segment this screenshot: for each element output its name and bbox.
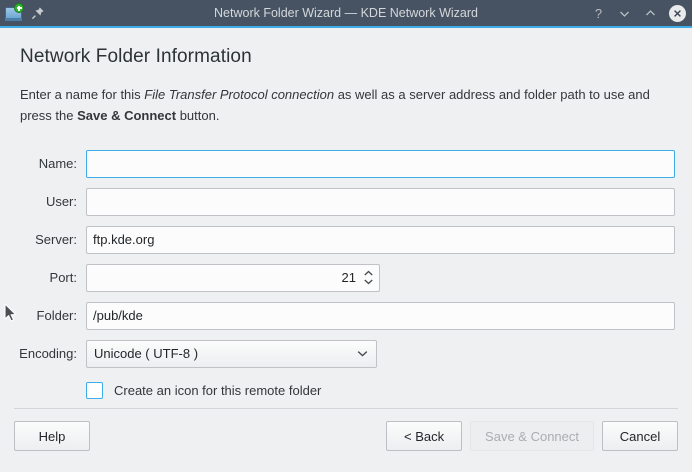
user-input[interactable] xyxy=(86,187,675,216)
cancel-button[interactable]: Cancel xyxy=(602,421,678,451)
folder-label: Folder: xyxy=(36,308,77,324)
encoding-select[interactable]: Unicode ( UTF-8 ) xyxy=(86,339,377,368)
form-row-name: Name: xyxy=(16,145,676,183)
encoding-label: Encoding: xyxy=(19,346,77,362)
name-input[interactable] xyxy=(86,149,675,178)
form-row-server: Server: ftp.kde.org xyxy=(16,221,676,259)
name-label: Name: xyxy=(38,156,77,172)
page-title: Network Folder Information xyxy=(20,46,252,67)
back-button[interactable]: < Back xyxy=(386,421,463,451)
create-icon-checkbox-label: Create an icon for this remote folder xyxy=(114,383,322,399)
footer-right-buttons: < Back Save & Connect Cancel xyxy=(386,421,678,451)
network-folder-add-icon xyxy=(5,3,24,22)
chevron-down-icon[interactable] xyxy=(617,6,632,21)
chevron-up-icon xyxy=(364,270,373,276)
chevron-up-icon[interactable] xyxy=(643,6,658,21)
port-spinbox[interactable]: 21 xyxy=(86,263,380,292)
chevron-down-icon xyxy=(356,349,369,358)
server-label: Server: xyxy=(35,232,77,248)
folder-input[interactable]: /pub/kde xyxy=(86,301,675,330)
description-strong: Save & Connect xyxy=(77,108,177,124)
form-row-user: User: xyxy=(16,183,676,221)
user-label: User: xyxy=(45,194,77,210)
active-window-accent-line xyxy=(0,26,692,28)
port-input-value: 21 xyxy=(341,270,356,286)
close-icon[interactable] xyxy=(669,4,686,22)
footer-separator xyxy=(14,408,678,409)
form-row-encoding: Encoding: Unicode ( UTF-8 ) xyxy=(16,335,676,373)
pin-icon[interactable] xyxy=(30,5,46,21)
dialog-content: Network Folder Information Enter a name … xyxy=(0,46,692,464)
description-emphasis: File Transfer Protocol connection xyxy=(144,87,335,102)
description-part1: Enter a name for this xyxy=(20,87,145,102)
window-controls: ? xyxy=(591,4,686,22)
titlebar[interactable]: Network Folder Wizard — KDE Network Wiza… xyxy=(0,0,692,26)
page-description: Enter a name for this File Transfer Prot… xyxy=(20,84,676,127)
form-row-port: Port: 21 xyxy=(16,259,676,297)
chevron-down-icon xyxy=(364,279,373,285)
folder-input-value: /pub/kde xyxy=(93,308,143,324)
create-icon-checkbox-row[interactable]: Create an icon for this remote folder xyxy=(16,373,676,409)
window-title: Network Folder Wizard — KDE Network Wiza… xyxy=(214,6,478,20)
port-label: Port: xyxy=(49,270,77,286)
server-input-value: ftp.kde.org xyxy=(93,232,155,248)
encoding-select-value: Unicode ( UTF-8 ) xyxy=(94,346,199,362)
titlebar-left-icons xyxy=(5,3,46,22)
network-folder-form: Name: User: Server: ftp.kde.org xyxy=(16,145,676,409)
help-button[interactable]: Help xyxy=(14,421,90,451)
form-row-folder: Folder: /pub/kde xyxy=(16,297,676,335)
server-input[interactable]: ftp.kde.org xyxy=(86,225,675,254)
description-part3: button. xyxy=(176,108,220,124)
create-icon-checkbox[interactable] xyxy=(86,382,103,400)
spinner-arrows[interactable] xyxy=(362,270,375,285)
help-icon[interactable]: ? xyxy=(594,5,603,21)
dialog-footer: Help < Back Save & Connect Cancel xyxy=(14,420,678,452)
description-part2: as well as a server address and folder p… xyxy=(20,87,650,124)
save-and-connect-button: Save & Connect xyxy=(470,421,594,451)
